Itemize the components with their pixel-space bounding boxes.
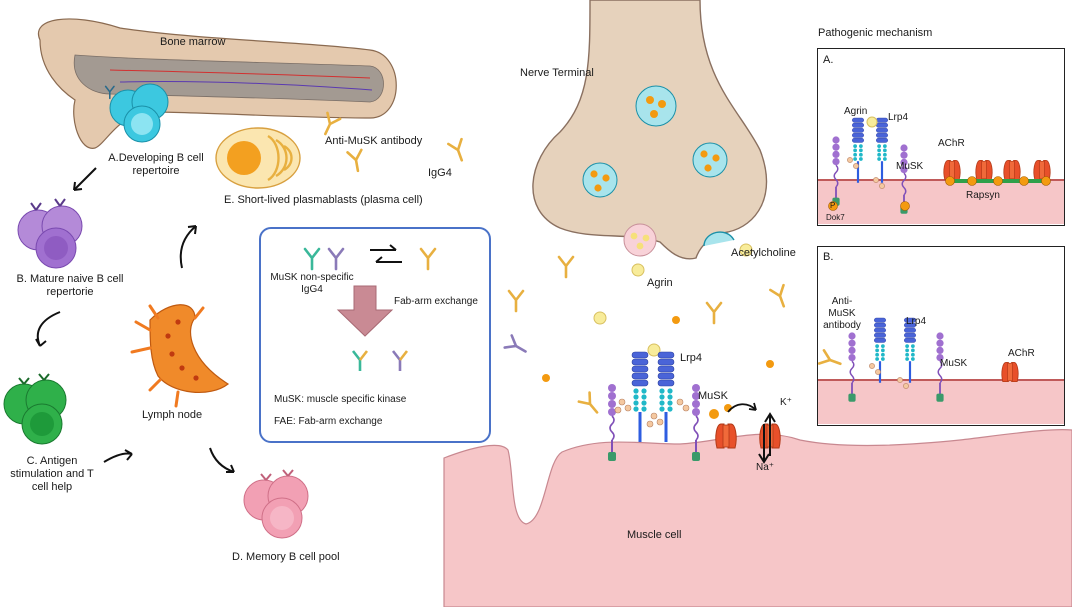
panel-a-phospho-label: P [830, 201, 836, 210]
acetylcholine-label: Acetylcholine [731, 247, 796, 259]
legend-illustrations [303, 244, 437, 371]
flow-arrows [35, 167, 235, 473]
fae-definition: FAE: Fab-arm exchange [274, 416, 383, 427]
panel-b-antibody-line-2: MuSK [828, 308, 856, 319]
panel-a [817, 48, 1065, 226]
panel-b-lrp4-label: Lrp4 [906, 316, 927, 327]
lymph-node-label: Lymph node [142, 409, 203, 421]
naive-b-cell-cluster [17, 198, 83, 269]
bone-marrow-label: Bone marrow [160, 36, 226, 48]
stage-c-line-2: stimulation and T [10, 468, 94, 480]
panel-b-antibody-line-1: Anti- [831, 296, 853, 307]
stage-e-label: E. Short-lived plasmablasts (plasma cell… [224, 194, 423, 206]
panel-a-musk-label: MuSK [896, 161, 924, 172]
panel-b-illustration [817, 317, 1065, 424]
panel-a-lrp4-label: Lrp4 [888, 112, 909, 123]
stage-b-label: B. Mature naive B cell repertorie [10, 273, 130, 299]
nonspecific-igg4-label: MuSK non-specific IgG4 [262, 272, 362, 296]
panel-a-rapsyn-label: Rapsyn [966, 190, 1000, 201]
lymph-node [130, 304, 230, 408]
panel-b [817, 246, 1065, 426]
panel-b-musk-label: MuSK [940, 358, 968, 369]
stage-b-line-2: repertorie [46, 286, 94, 298]
sodium-label: Na⁺ [756, 462, 775, 473]
panel-b-antibody-line-3: antibody [823, 320, 861, 331]
igg4-label: IgG4 [428, 167, 452, 179]
musk-definition: MuSK: muscle specific kinase [274, 394, 407, 405]
stage-b-line-1: B. Mature naive B cell [16, 273, 124, 285]
stage-a-line-2: repertoire [132, 165, 180, 177]
panel-a-letter: A. [823, 54, 834, 66]
lrp4-label: Lrp4 [680, 352, 703, 364]
musk-label: MuSK [698, 390, 728, 402]
stage-a-label: A.Developing B cell repertoire [96, 152, 216, 178]
synaptic-cleft-molecules [503, 243, 792, 419]
agrin-label: Agrin [647, 277, 673, 289]
panel-a-achr-label: AChR [938, 138, 965, 149]
nerve-terminal [532, 0, 768, 260]
memory-b-cell-cluster [243, 469, 309, 539]
fab-arm-exchange-label: Fab-arm exchange [394, 296, 478, 307]
junction-receptor-complexes [607, 351, 781, 464]
stage-c-label: C. Antigen stimulation and T cell help [0, 455, 104, 494]
fab-arm-exchange-legend [259, 227, 491, 443]
panel-a-agrin-label: Agrin [844, 106, 868, 117]
panel-a-dok7-label: Dok7 [826, 213, 845, 222]
developing-b-cell-cluster [104, 83, 169, 143]
muscle-cell [443, 429, 1072, 607]
panel-b-letter: B. [823, 251, 834, 263]
panel-b-achr-label: AChR [1008, 348, 1035, 359]
stage-d-label: D. Memory B cell pool [232, 551, 340, 563]
nonspecific-line-1: MuSK non-specific [270, 272, 354, 283]
panel-a-illustration [818, 116, 1065, 224]
stage-a-line-1: A.Developing B cell [108, 152, 204, 164]
stage-c-line-1: C. Antigen [26, 455, 78, 467]
antigen-stimulated-b-cell-cluster [3, 373, 67, 445]
panel-b-antibody-label: Anti- MuSK antibody [812, 296, 872, 332]
nonspecific-line-2: IgG4 [301, 284, 323, 295]
pathogenic-mechanism-title: Pathogenic mechanism [818, 27, 933, 39]
muscle-cell-label: Muscle cell [627, 529, 682, 541]
plasma-cell [215, 127, 301, 189]
anti-musk-antibody-label: Anti-MuSK antibody [325, 135, 423, 147]
stage-c-line-3: cell help [31, 481, 73, 493]
nerve-terminal-label: Nerve Terminal [520, 67, 594, 79]
potassium-label: K⁺ [780, 397, 792, 408]
